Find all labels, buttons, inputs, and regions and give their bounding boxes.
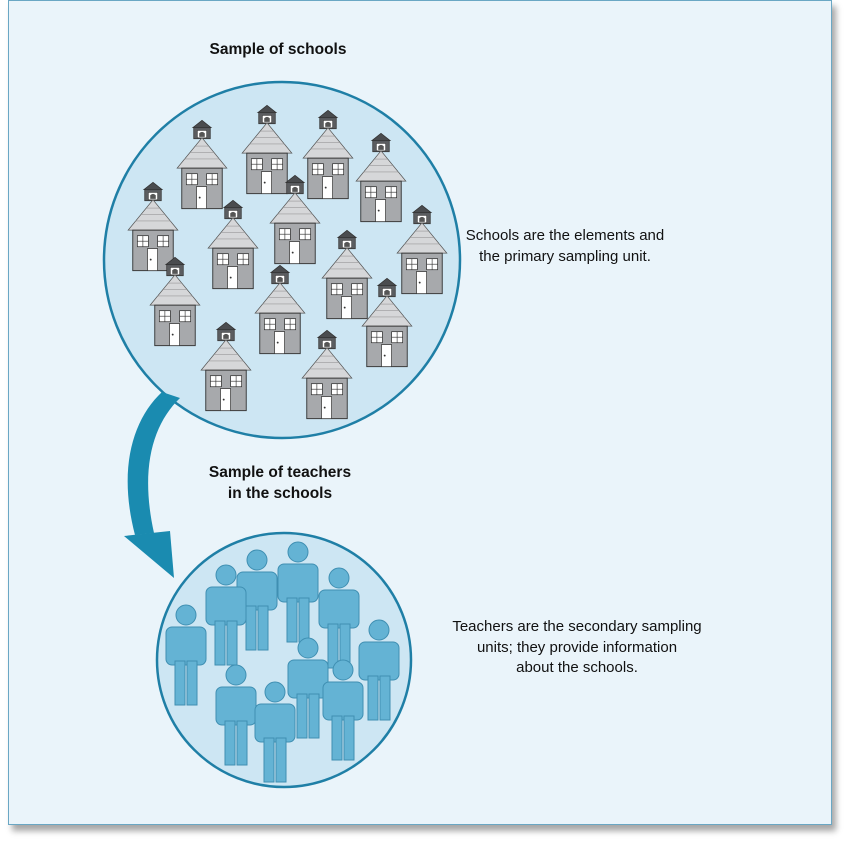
diagram-panel bbox=[8, 0, 832, 825]
teachers-title-line: in the schools bbox=[227, 485, 333, 502]
schools-description-line: the primary sampling unit. bbox=[479, 247, 651, 265]
teachers-title-line: Sample of teachers bbox=[208, 464, 352, 481]
schools-title: Sample of schools bbox=[209, 41, 347, 58]
schools-description-line: Schools are the elements and bbox=[465, 227, 665, 244]
teachers-description-line: about the schools. bbox=[516, 659, 638, 676]
teachers-title: Sample of teachers in the schools bbox=[180, 462, 380, 504]
teachers-description-line: Teachers are the secondary sampling bbox=[452, 618, 702, 635]
teachers-description: Teachers are the secondary sampling unit… bbox=[432, 617, 722, 679]
schools-description: Schools are the elements and the primary… bbox=[455, 226, 675, 267]
curved-arrow-icon bbox=[124, 392, 180, 578]
teachers-description-line: units; they provide information bbox=[476, 638, 678, 656]
